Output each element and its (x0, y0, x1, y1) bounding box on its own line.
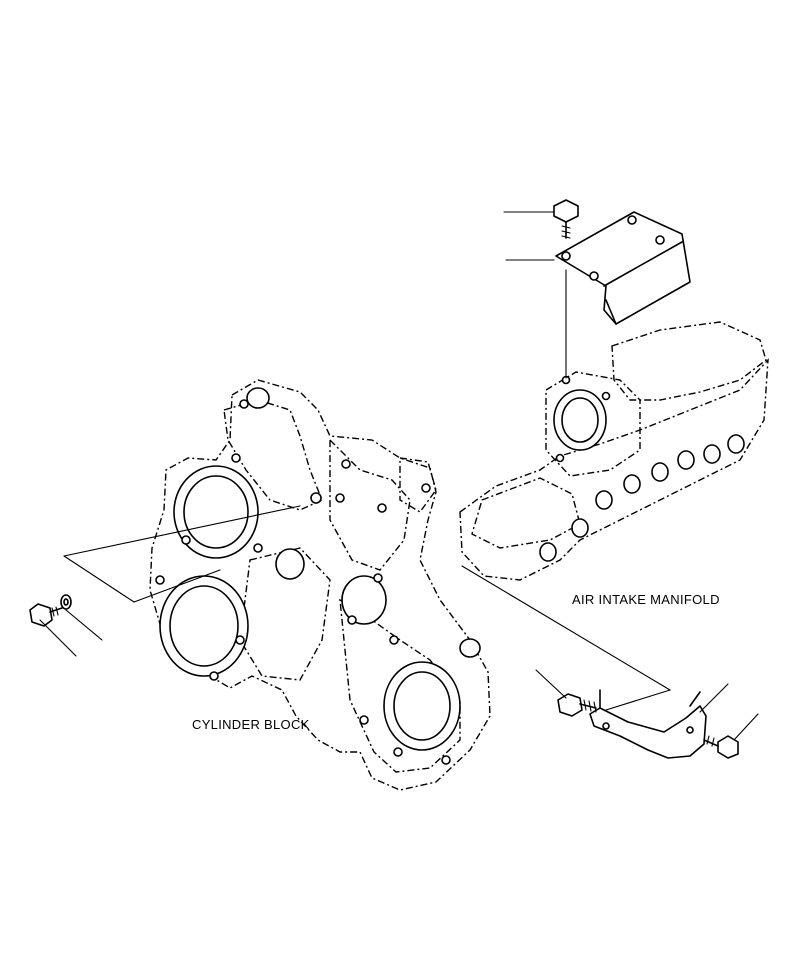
bracket-hole-1 (561, 251, 571, 261)
upper-left-bore-inner (183, 475, 249, 549)
small-port (275, 548, 305, 580)
side-plug (459, 638, 481, 658)
cylinder-block-drawing (149, 379, 491, 791)
lower-bolt-right (703, 735, 739, 759)
manifold-inlet-bore-inner (561, 397, 599, 443)
callout-line-left-bolt (39, 619, 77, 657)
lower-left-bore-inner (169, 585, 239, 667)
left-bolt (29, 603, 63, 627)
manifold-top-runner (611, 321, 767, 401)
right-bore-inner (393, 671, 451, 741)
lower-bracket (589, 689, 707, 759)
air-intake-manifold-label: AIR INTAKE MANIFOLD (572, 592, 720, 607)
callout-line-lower-bolt-left (535, 669, 567, 699)
left-bolt-leader (63, 505, 301, 603)
upper-bolt-head (553, 199, 579, 223)
upper-bracket (555, 211, 691, 325)
manifold-ports (539, 434, 745, 562)
left-washer (60, 594, 72, 610)
block-outline (149, 379, 491, 791)
lower-bolt-left (557, 693, 597, 717)
callout-line-lower-bolt-right (733, 713, 759, 741)
cylinder-block-label: CYLINDER BLOCK (192, 717, 310, 732)
bracket-hole-2 (627, 215, 637, 225)
center-port (341, 575, 387, 625)
block-bolt-holes (155, 399, 451, 765)
callout-line-lower-bracket (699, 683, 729, 713)
lower-bracket-leader (461, 565, 672, 711)
top-port (246, 387, 270, 409)
block-right-web (339, 598, 461, 773)
upper-bolt (553, 199, 579, 239)
upper-bracket-plate (555, 211, 691, 325)
bracket-hole-3 (589, 271, 599, 281)
block-boss-right (399, 457, 437, 513)
lower-bracket-plate (589, 705, 707, 759)
manifold-left-end (471, 477, 581, 549)
block-mid-web (329, 438, 411, 571)
callout-line-left-washer (65, 609, 103, 641)
manifold-inlet-flange (545, 371, 641, 477)
bracket-hole-4 (655, 235, 665, 245)
air-intake-manifold-drawing (459, 321, 769, 581)
manifold-body (459, 358, 769, 581)
